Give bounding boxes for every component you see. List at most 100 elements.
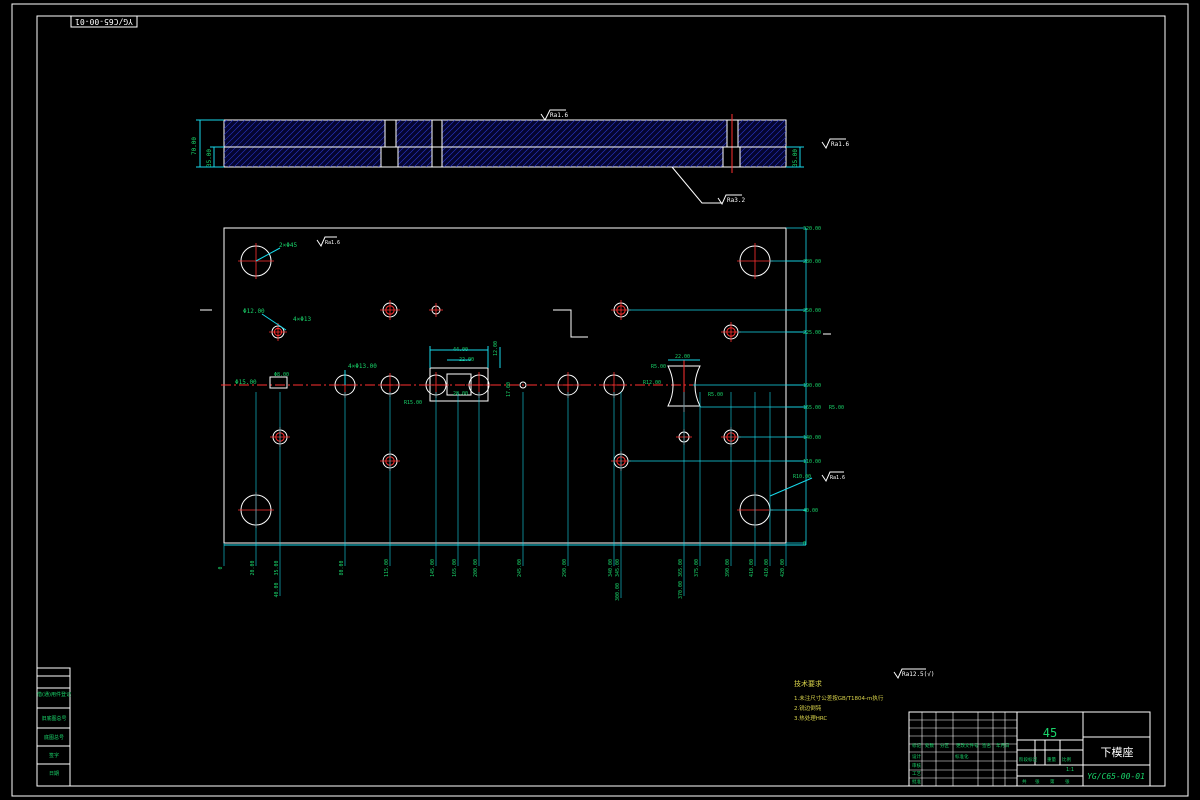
hatch-line xyxy=(437,120,486,167)
tb-role: 审核 xyxy=(912,762,921,769)
bottom-dim-label-low: 40.00 xyxy=(274,582,280,597)
tb-row-label: 分区 xyxy=(940,742,949,749)
hatch-line xyxy=(224,120,258,154)
bottom-dim-label: 20.00 xyxy=(250,560,256,575)
roughness-right-bottom: Ra1.6 xyxy=(830,475,845,481)
tb-stage: 阶段标记 xyxy=(1019,756,1037,763)
bottom-dim-label: 410.00 xyxy=(764,559,770,577)
roughness-right: Ra1.6 xyxy=(831,141,849,148)
hatch-line xyxy=(455,120,504,167)
hatch-line xyxy=(275,120,324,167)
hatch-line xyxy=(761,142,786,167)
hatch-line xyxy=(473,120,522,167)
bottom-dim-label: 365.00 xyxy=(678,559,684,577)
tb-stage: 重量 xyxy=(1047,756,1056,763)
hatch-line xyxy=(659,120,708,167)
hatch-line xyxy=(779,160,786,167)
note-2: 2.锐边倒钝 xyxy=(794,704,822,712)
hatch-line xyxy=(485,120,534,167)
hatch-line xyxy=(233,120,282,167)
roughness-icon xyxy=(717,194,742,206)
right-dim-label: 250.00 xyxy=(803,308,821,314)
note-1: 1.未注尺寸公差按GB/T1804-m执行 xyxy=(794,694,884,702)
tb-scale: 1:1 xyxy=(1066,767,1074,773)
hatch-line xyxy=(287,120,336,167)
leader xyxy=(261,313,287,331)
bottom-dim-label: 115.00 xyxy=(384,559,390,577)
bottom-dim-label: 375.00 xyxy=(694,559,700,577)
hatch-line xyxy=(341,120,390,167)
hole-label: 4×Φ13 xyxy=(293,316,311,323)
hatch-line xyxy=(521,120,570,167)
note-3: 3.热处理HRC xyxy=(794,714,827,722)
hatch-line xyxy=(335,120,384,167)
hole-label: 2×Φ45 xyxy=(279,242,297,249)
bottom-dim-label: 390.00 xyxy=(725,559,731,577)
hatch-line xyxy=(419,120,468,167)
hatch-line xyxy=(749,130,786,167)
right-dim-label: 110.00 xyxy=(803,459,821,465)
hatch-line xyxy=(269,120,318,167)
right-dim-label: 140.00 xyxy=(803,435,821,441)
outer-border xyxy=(11,3,1189,797)
hatch-line xyxy=(587,120,636,167)
bottom-dim-label: 165.00 xyxy=(452,559,458,577)
vee-label: 22.00 xyxy=(675,354,690,360)
hatch-line xyxy=(479,120,528,167)
tb-role: 工艺 xyxy=(912,771,921,777)
plan-view: 320.00 280.00 250.00 225.00 190.00 165.00 140.… xyxy=(200,226,845,601)
hatch-line xyxy=(611,120,660,167)
roughness-icon xyxy=(893,668,926,680)
right-dim-label: 190.00 xyxy=(803,383,821,389)
right-extra: R5.00 xyxy=(829,405,844,411)
hatch-line xyxy=(557,120,606,167)
hatch-line xyxy=(563,120,612,167)
hatch-line xyxy=(635,120,684,167)
hatch-line xyxy=(677,120,726,167)
hatch-line xyxy=(539,120,588,167)
tb-sheet: 张 xyxy=(1065,778,1070,785)
hatch-line xyxy=(224,120,264,160)
tb-row-label: 处数 xyxy=(925,742,934,749)
vertical-dims: 320.00 280.00 250.00 225.00 190.00 165.00 140.… xyxy=(628,226,821,547)
hatch-line xyxy=(617,120,666,167)
right-dim-label: 165.00 xyxy=(803,405,821,411)
bore-left-upper xyxy=(384,119,397,148)
tb-row-label: 签名 xyxy=(982,742,991,749)
hatch-line xyxy=(527,120,576,167)
hatch-line xyxy=(767,148,786,167)
hatch-line xyxy=(245,120,294,167)
hatch-line xyxy=(224,120,234,130)
strip-label-5: 日期 xyxy=(49,771,59,777)
hatch-line xyxy=(359,120,408,167)
tb-std: 标准化 xyxy=(955,753,969,760)
right-dim-label: 225.00 xyxy=(803,330,821,336)
hatch-line xyxy=(653,120,702,167)
left-strip: 借(通)用件登记 旧底图总号 底图总号 签字 日期 xyxy=(36,667,71,787)
hatch-line xyxy=(227,120,276,167)
bottom-dim-label: 290.00 xyxy=(562,559,568,577)
bottom-dim-label: 410.00 xyxy=(749,559,755,577)
hatch-line xyxy=(701,120,750,167)
hatch-line xyxy=(755,136,786,167)
hatch-line xyxy=(150,120,197,167)
hatch-line xyxy=(623,120,672,167)
hatch-line xyxy=(317,120,366,167)
bottom-dim-label: 340.00 xyxy=(608,559,614,577)
hatch-line xyxy=(683,120,732,167)
bottom-dim-label: 35.00 xyxy=(274,560,280,575)
hatch-line xyxy=(605,120,654,167)
leader xyxy=(769,477,813,497)
part-name: 下模座 xyxy=(1101,745,1134,759)
bottom-dim-label: 420.00 xyxy=(780,559,786,577)
tb-row-label: 更改文件号 xyxy=(956,742,979,749)
hatch-line xyxy=(323,120,372,167)
hatch-line xyxy=(581,120,630,167)
slot-inner xyxy=(446,373,472,396)
hatch-line xyxy=(743,124,786,167)
hatch-line xyxy=(239,120,288,167)
roughness-top: Ra1.6 xyxy=(550,112,568,119)
right-dim-label: 280.00 xyxy=(803,259,821,265)
slot-outline xyxy=(429,367,489,402)
right-dim-label: 320.00 xyxy=(803,226,821,232)
